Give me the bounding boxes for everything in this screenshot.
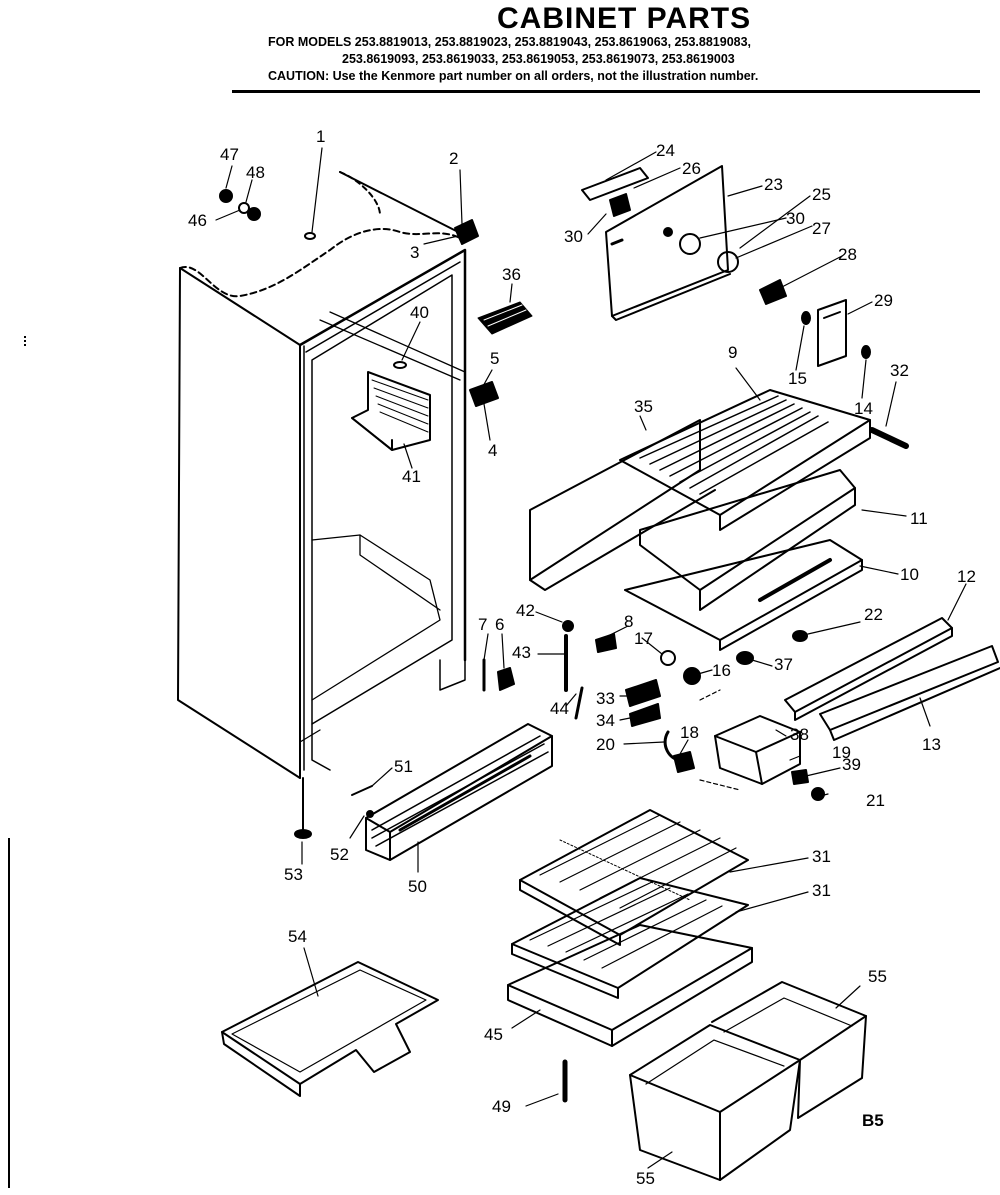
front-grille [351, 723, 553, 861]
callout-32: 32 [890, 361, 909, 380]
callout-2: 2 [449, 149, 459, 168]
callout-20: 20 [596, 735, 615, 754]
callout-18: 18 [680, 723, 699, 742]
callout-11: 11 [910, 509, 928, 528]
callout-13: 13 [922, 735, 941, 754]
callout-leaders [215, 147, 967, 1169]
callout-19: 19 [832, 743, 851, 762]
header-rule [232, 90, 980, 93]
callout-53: 53 [284, 865, 303, 884]
corner-code: B5 [862, 1111, 884, 1130]
callout-27: 27 [812, 219, 831, 238]
callout-40: 40 [410, 303, 429, 322]
callout-34: 34 [596, 711, 615, 730]
callout-23: 23 [764, 175, 783, 194]
models-line-2: 253.8619093, 253.8619033, 253.8619053, 2… [342, 52, 735, 66]
callout-5: 5 [490, 349, 500, 368]
callout-52: 52 [330, 845, 349, 864]
callout-12: 12 [957, 567, 976, 586]
callout-37: 37 [774, 655, 793, 674]
callout-48: 48 [246, 163, 265, 182]
callout-25: 25 [812, 185, 831, 204]
callout-3: 3 [410, 243, 420, 262]
callout-17: 17 [634, 629, 653, 648]
callout-55-lower: 55 [636, 1169, 655, 1188]
lower-components [221, 809, 867, 1181]
callout-6: 6 [495, 615, 505, 634]
callout-29: 29 [874, 291, 893, 310]
callout-36: 36 [502, 265, 521, 284]
callout-38: 38 [790, 725, 809, 744]
callout-1: 1 [316, 127, 326, 146]
callout-54: 54 [288, 927, 307, 946]
margin-mark [24, 336, 29, 346]
callout-30-upper: 30 [786, 209, 805, 228]
callout-7: 7 [478, 615, 488, 634]
callout-42: 42 [516, 601, 535, 620]
model-list: FOR MODELS 253.8819013, 253.8819023, 253… [268, 34, 990, 85]
callout-46: 46 [188, 211, 207, 230]
callout-22: 22 [864, 605, 883, 624]
callout-31-upper: 31 [812, 847, 831, 866]
callout-33: 33 [596, 689, 615, 708]
callout-14: 14 [854, 399, 873, 418]
callout-50: 50 [408, 877, 427, 896]
callout-28: 28 [838, 245, 857, 264]
callout-49: 49 [492, 1097, 511, 1116]
callout-21: 21 [866, 791, 885, 810]
callout-9: 9 [728, 343, 738, 362]
caution-note: CAUTION: Use the Kenmore part number on … [268, 69, 759, 83]
callout-39: 39 [842, 755, 861, 774]
callout-44: 44 [550, 699, 569, 718]
callout-8: 8 [624, 612, 634, 631]
callout-55-upper: 55 [868, 967, 887, 986]
margin-rule [8, 838, 10, 1188]
callout-4: 4 [488, 441, 498, 460]
callout-43: 43 [512, 643, 531, 662]
cabinet-shell [177, 171, 533, 839]
diagram-title: CABINET PARTS [497, 2, 752, 35]
callout-31-lower: 31 [812, 881, 831, 900]
callout-45: 45 [484, 1025, 503, 1044]
callout-24: 24 [656, 141, 675, 160]
callout-35: 35 [634, 397, 653, 416]
callout-10: 10 [900, 565, 919, 584]
callout-26: 26 [682, 159, 701, 178]
callout-15: 15 [788, 369, 807, 388]
callout-16: 16 [712, 661, 731, 680]
models-line-1: FOR MODELS 253.8819013, 253.8819023, 253… [268, 35, 752, 49]
control-panel [581, 165, 909, 449]
callout-41: 41 [402, 467, 421, 486]
callout-51: 51 [394, 757, 413, 776]
callout-47: 47 [220, 145, 239, 164]
callout-30-lower: 30 [564, 227, 583, 246]
